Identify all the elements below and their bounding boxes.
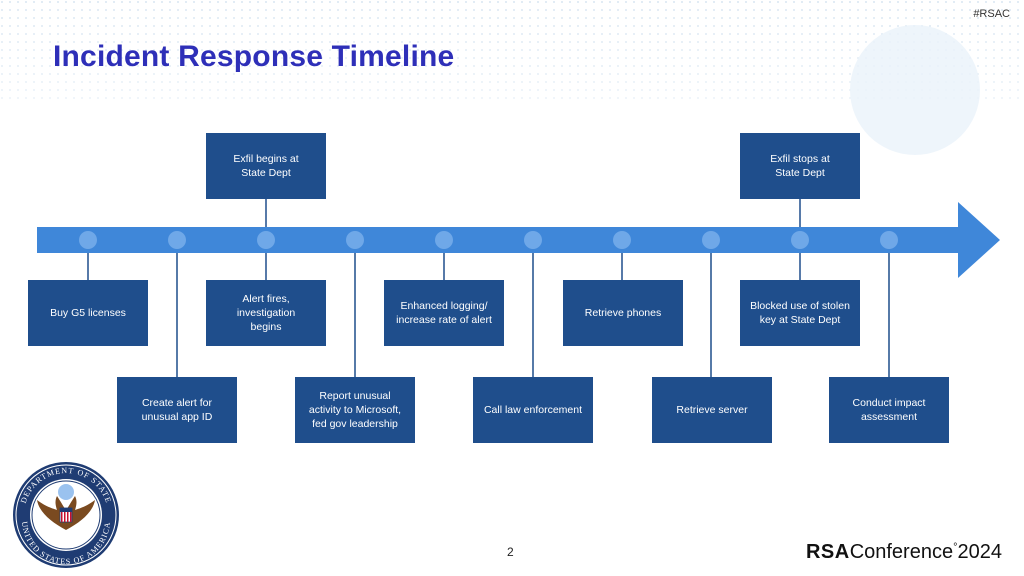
timeline-dot — [791, 231, 809, 249]
timeline-dot — [702, 231, 720, 249]
timeline-dot — [257, 231, 275, 249]
timeline-dot — [435, 231, 453, 249]
timeline-event-box: Alert fires, investigation begins — [206, 280, 326, 346]
timeline-event-box: Retrieve server — [652, 377, 772, 443]
hashtag: #RSAC — [973, 8, 1010, 20]
timeline-dot — [524, 231, 542, 249]
page-title: Incident Response Timeline — [53, 40, 455, 73]
timeline-dots — [79, 231, 898, 249]
timeline-event-box: Blocked use of stolen key at State Dept — [740, 280, 860, 346]
department-of-state-seal: DEPARTMENT OF STATE UNITED STATES OF AME… — [13, 462, 119, 568]
timeline-event-box: Create alert for unusual app ID — [117, 377, 237, 443]
timeline-event-box: Conduct impact assessment — [829, 377, 949, 443]
timeline-dot — [346, 231, 364, 249]
timeline-event-box: Exfil begins at State Dept — [206, 133, 326, 199]
brand-rest: Conference — [849, 541, 954, 563]
timeline-event-box: Enhanced logging/ increase rate of alert — [384, 280, 504, 346]
timeline-event-box: Report unusual activity to Microsoft, fe… — [295, 377, 415, 443]
timeline-event-box: Retrieve phones — [563, 280, 683, 346]
rsa-conference-logo: RSAConference°2024 — [805, 541, 1003, 563]
brand-year: 2024 — [957, 541, 1003, 563]
timeline-event-box: Buy G5 licenses — [28, 280, 148, 346]
brand-bold: RSA — [805, 541, 850, 563]
timeline-arrow — [37, 202, 1000, 278]
timeline-dot — [168, 231, 186, 249]
timeline-event-box: Call law enforcement — [473, 377, 593, 443]
timeline-event-box: Exfil stops at State Dept — [740, 133, 860, 199]
timeline-dot — [613, 231, 631, 249]
timeline-dot — [79, 231, 97, 249]
page-number: 2 — [507, 545, 514, 559]
timeline-dot — [880, 231, 898, 249]
